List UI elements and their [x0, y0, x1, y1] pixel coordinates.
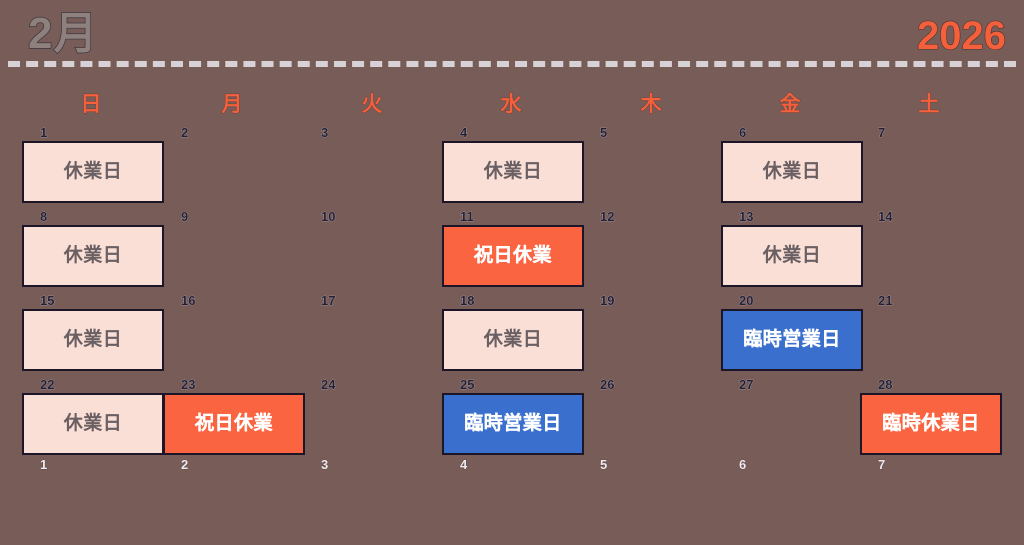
day-number[interactable]: 24 [321, 377, 336, 393]
day-event-chip[interactable]: 休業日 [442, 141, 584, 203]
day-number[interactable]: 7 [878, 125, 886, 141]
day-number[interactable]: 1 [40, 125, 48, 141]
day-event-chip[interactable]: 臨時営業日 [721, 309, 863, 371]
day-event-chip[interactable]: 臨時営業日 [442, 393, 584, 455]
calendar-header: 2月 2026 [0, 0, 1024, 67]
day-number[interactable]: 14 [878, 209, 893, 225]
day-event-chip[interactable]: 休業日 [721, 141, 863, 203]
day-event-chip[interactable]: 休業日 [22, 141, 164, 203]
day-number[interactable]: 28 [878, 377, 893, 393]
day-number[interactable]: 17 [321, 293, 336, 309]
weekday-header-tuesday: 火 [361, 93, 383, 117]
weekday-header-sunday: 日 [80, 93, 102, 117]
day-event-chip[interactable]: 祝日休業 [163, 393, 305, 455]
day-number[interactable]: 20 [739, 293, 754, 309]
day-number[interactable]: 4 [460, 457, 468, 473]
day-number[interactable]: 21 [878, 293, 893, 309]
day-number[interactable]: 6 [739, 457, 747, 473]
day-number[interactable]: 3 [321, 125, 329, 141]
day-number[interactable]: 18 [460, 293, 475, 309]
weekday-header-row: 日月火水木金土 [0, 92, 1024, 120]
weekday-header-saturday: 土 [918, 93, 940, 117]
day-number[interactable]: 15 [40, 293, 55, 309]
day-number[interactable]: 1 [40, 457, 48, 473]
day-number[interactable]: 19 [600, 293, 615, 309]
day-number[interactable]: 12 [600, 209, 615, 225]
day-number[interactable]: 25 [460, 377, 475, 393]
day-event-chip[interactable]: 休業日 [22, 225, 164, 287]
day-event-chip[interactable]: 臨時休業日 [860, 393, 1002, 455]
day-event-chip[interactable]: 休業日 [721, 225, 863, 287]
month-title: 2月 [27, 8, 99, 58]
day-number[interactable]: 5 [600, 457, 608, 473]
day-event-chip[interactable]: 祝日休業 [442, 225, 584, 287]
header-divider [8, 61, 1016, 67]
year-title: 2026 [916, 13, 1006, 58]
weekday-header-thursday: 木 [640, 93, 662, 117]
day-number[interactable]: 5 [600, 125, 608, 141]
weekday-header-monday: 月 [221, 93, 243, 117]
day-number[interactable]: 6 [739, 125, 747, 141]
day-number[interactable]: 3 [321, 457, 329, 473]
day-number[interactable]: 8 [40, 209, 48, 225]
day-number[interactable]: 10 [321, 209, 336, 225]
day-number[interactable]: 4 [460, 125, 468, 141]
day-number[interactable]: 23 [181, 377, 196, 393]
calendar-week-row: 1 2 3 4 5 6 7 [0, 457, 1024, 541]
day-number[interactable]: 22 [40, 377, 55, 393]
day-event-chip[interactable]: 休業日 [22, 309, 164, 371]
day-event-chip[interactable]: 休業日 [442, 309, 584, 371]
weekday-header-friday: 金 [779, 93, 801, 117]
day-number[interactable]: 9 [181, 209, 189, 225]
day-number[interactable]: 2 [181, 457, 189, 473]
day-number[interactable]: 13 [739, 209, 754, 225]
weekday-header-wednesday: 水 [500, 93, 522, 117]
day-number[interactable]: 26 [600, 377, 615, 393]
day-event-chip[interactable]: 休業日 [22, 393, 164, 455]
day-number[interactable]: 7 [878, 457, 886, 473]
day-number[interactable]: 27 [739, 377, 754, 393]
day-number[interactable]: 11 [460, 209, 474, 225]
day-number[interactable]: 16 [181, 293, 196, 309]
day-number[interactable]: 2 [181, 125, 189, 141]
